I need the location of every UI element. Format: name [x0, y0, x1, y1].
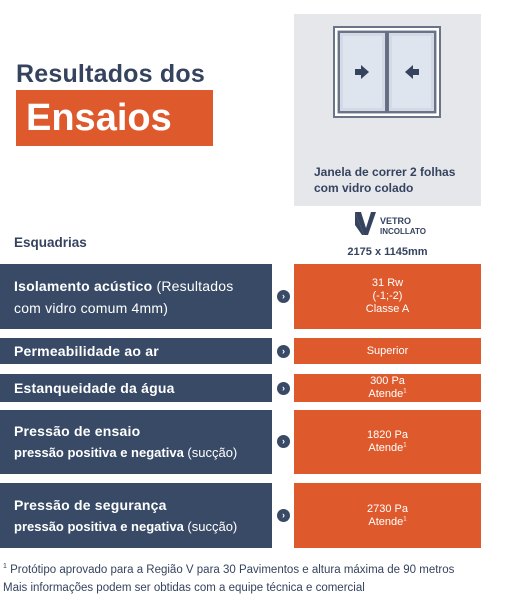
arrow-left-icon [405, 65, 419, 79]
row-value-water: 300 Pa Atende1 [294, 374, 481, 402]
arrow-right-icon [355, 65, 369, 79]
chevron-right-icon[interactable]: › [277, 509, 290, 522]
chevron-right-icon[interactable]: › [277, 435, 290, 448]
product-card: Janela de correr 2 folhas com vidro cola… [294, 14, 481, 206]
footnote-1: 1 Protótipo aprovado para a Região V par… [3, 563, 455, 576]
row-value-test-pressure: 1820 Pa Atende1 [294, 410, 481, 474]
brand-bottom-text: INCOLLATO [380, 227, 426, 236]
row-value-acoustic: 31 Rw (-1;-2) Classe A [294, 264, 481, 329]
vetro-incollato-logo: VETRO INCOLLATO [355, 212, 426, 236]
row-label-acoustic: Isolamento acústico (Resultados com vidr… [0, 264, 272, 329]
sliding-window-icon [333, 26, 441, 118]
row-value-safety-pressure: 2730 Pa Atende1 [294, 483, 481, 548]
row-label-air: Permeabilidade ao ar [0, 338, 272, 364]
page-title: Resultados dos [16, 60, 205, 88]
chevron-right-icon[interactable]: › [277, 290, 290, 303]
row-value-air: Superior [294, 338, 481, 364]
row-label-water: Estanqueidade da água [0, 374, 272, 402]
section-label: Esquadrias [14, 235, 87, 250]
row-label-safety-pressure: Pressão de segurança pressão positiva e … [0, 483, 272, 548]
brand-top-text: VETRO [380, 216, 411, 226]
product-caption: Janela de correr 2 folhas com vidro cola… [314, 165, 456, 195]
product-size: 2175 x 1145mm [347, 246, 428, 258]
chevron-right-icon[interactable]: › [277, 345, 290, 358]
chevron-right-icon[interactable]: › [277, 382, 290, 395]
title-badge: Ensaios [16, 90, 213, 146]
footnote-2: Mais informações podem ser obtidas com a… [3, 582, 365, 594]
row-label-test-pressure: Pressão de ensaio pressão positiva e neg… [0, 410, 272, 474]
